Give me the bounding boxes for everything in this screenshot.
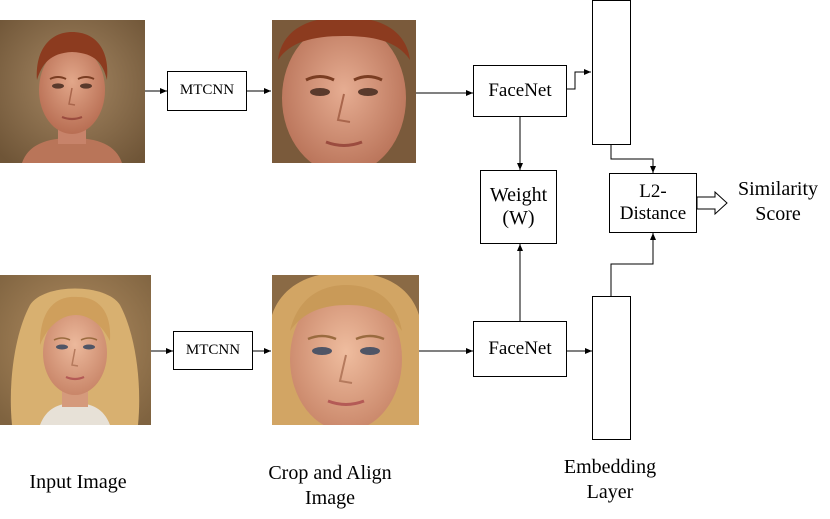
input-image-caption: Input Image	[29, 471, 127, 493]
bottom-aligned-face-image	[272, 275, 419, 425]
bottom-facenet-box: FaceNet	[473, 321, 567, 377]
bottom-mtcnn-label: MTCNN	[185, 341, 241, 358]
similarity-score-label: Similarity Score	[726, 177, 830, 227]
top-mtcnn-box: MTCNN	[167, 71, 247, 111]
weight-box: Weight (W)	[480, 170, 557, 244]
distance-label: Distance	[619, 203, 687, 224]
top-mtcnn-label: MTCNN	[179, 82, 235, 99]
crop-align-caption: Crop and Align Image	[268, 462, 392, 509]
hollow-right-arrow-icon	[696, 190, 728, 216]
top-input-face-image	[0, 20, 145, 163]
top-facenet-box: FaceNet	[473, 65, 567, 117]
top-embedding-bar	[592, 0, 631, 145]
bottom-embedding-bar	[592, 296, 631, 440]
score-text: Score	[755, 203, 801, 225]
l2-distance-box: L2- Distance	[609, 173, 697, 233]
weight-symbol: (W)	[502, 207, 535, 229]
weight-label: Weight	[489, 184, 548, 206]
bottom-mtcnn-box: MTCNN	[173, 331, 253, 370]
l2-label: L2-	[639, 181, 667, 203]
top-aligned-face-image	[272, 20, 416, 163]
similarity-text: Similarity	[738, 178, 818, 200]
embedding-layer-caption: Embedding Layer	[563, 456, 657, 503]
top-facenet-label: FaceNet	[488, 80, 552, 102]
bottom-input-face-image	[0, 275, 151, 425]
bottom-facenet-label: FaceNet	[488, 338, 552, 360]
